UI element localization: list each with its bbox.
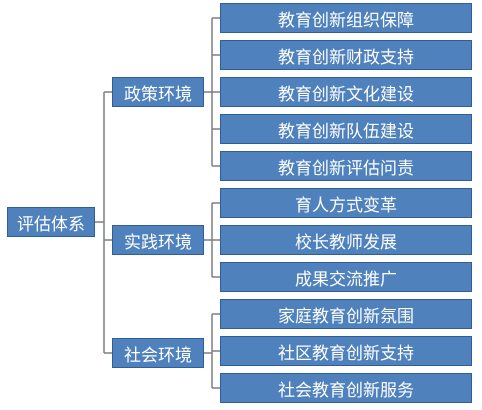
leaf-node: 成果交流推广 [220,262,472,292]
leaf-node: 校长教师发展 [220,225,472,255]
branch-node-society: 社会环境 [112,338,204,368]
connector-root [95,91,112,354]
leaf-node: 教育创新队伍建设 [220,114,472,144]
leaf-node: 教育创新财政支持 [220,40,472,70]
connector-branch-1 [204,17,220,167]
leaf-node: 教育创新文化建设 [220,77,472,107]
branch-node-policy: 政策环境 [112,77,204,107]
leaf-node: 教育创新评估问责 [220,151,472,181]
connector-branch-3 [204,313,220,389]
leaf-node: 家庭教育创新氛围 [220,299,472,329]
leaf-node: 社会教育创新服务 [220,373,472,403]
root-node: 评估体系 [7,207,95,237]
leaf-node: 教育创新组织保障 [220,3,472,33]
leaf-node: 育人方式变革 [220,188,472,218]
leaf-node: 社区教育创新支持 [220,336,472,366]
connector-branch-2 [204,202,220,278]
branch-node-practice: 实践环境 [112,225,204,255]
